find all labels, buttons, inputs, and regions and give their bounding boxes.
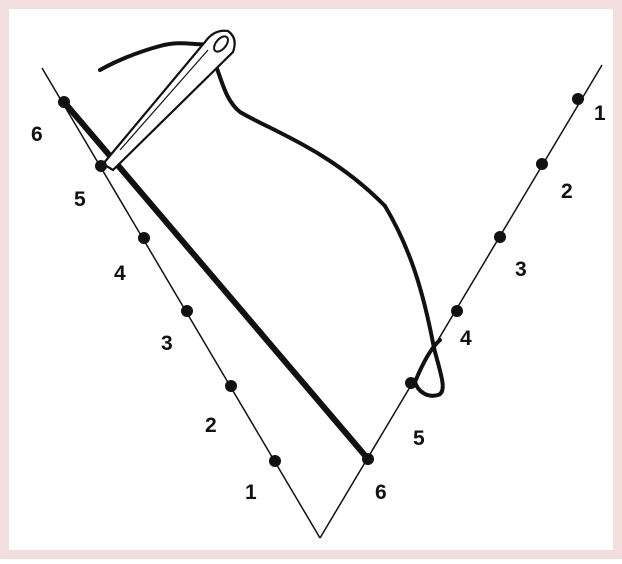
right-dot-2 xyxy=(536,158,548,170)
right-dot-5 xyxy=(405,377,417,389)
right-label-4: 4 xyxy=(460,327,472,350)
right-label-5: 5 xyxy=(413,427,425,450)
left-label-2: 2 xyxy=(205,414,217,437)
left-label-1: 1 xyxy=(245,481,257,504)
left-label-3: 3 xyxy=(161,332,173,355)
right-dot-3 xyxy=(494,231,506,243)
right-dot-6 xyxy=(362,453,374,465)
left-label-4: 4 xyxy=(114,262,126,285)
left-dot-1 xyxy=(269,455,281,467)
right-label-3: 3 xyxy=(515,258,527,281)
right-label-1: 1 xyxy=(594,102,606,125)
left-dot-2 xyxy=(225,380,237,392)
right-label-6: 6 xyxy=(375,481,387,504)
left-dot-3 xyxy=(181,305,193,317)
left-dot-4 xyxy=(138,232,150,244)
right-dot-4 xyxy=(451,305,463,317)
left-dot-6 xyxy=(58,96,70,108)
left-label-6: 6 xyxy=(31,123,43,146)
right-dot-1 xyxy=(572,93,584,105)
right-label-2: 2 xyxy=(561,180,573,203)
left-dot-5 xyxy=(95,160,107,172)
left-label-5: 5 xyxy=(74,188,86,211)
